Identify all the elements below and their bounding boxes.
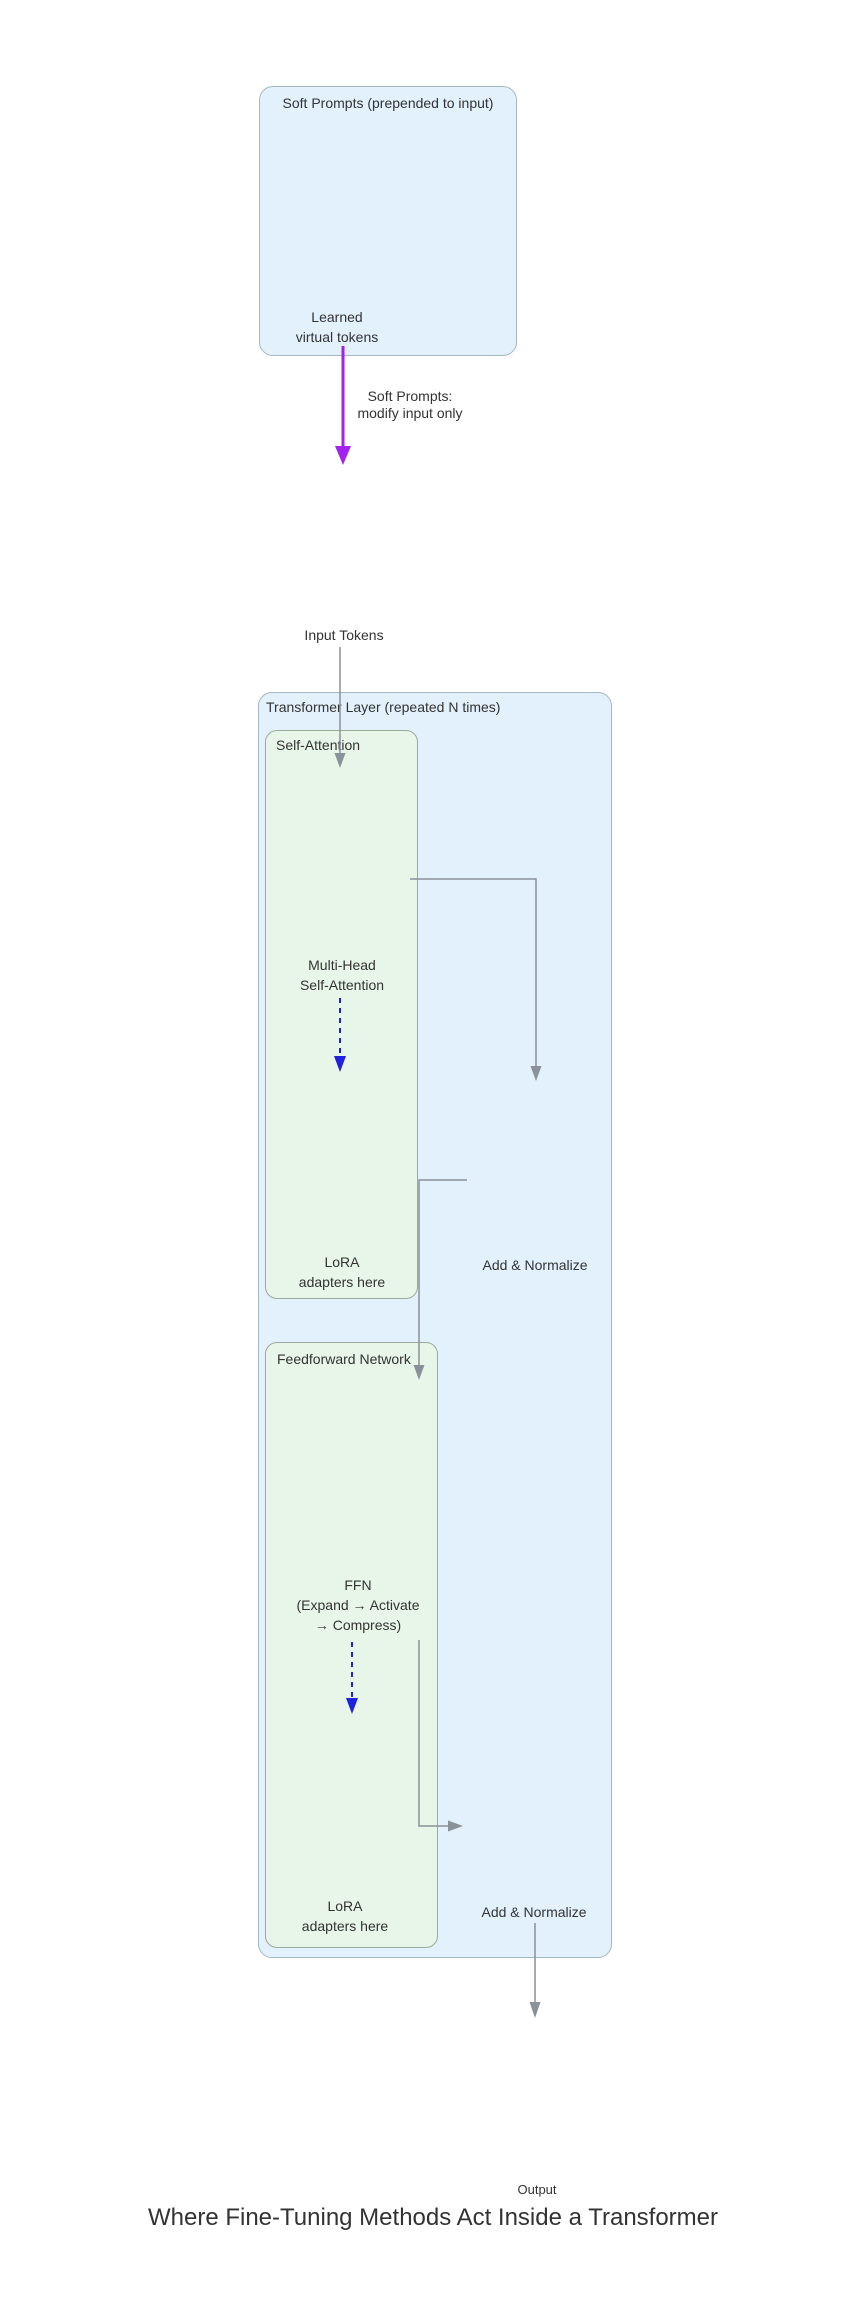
add-normalize-1-node: Add & Normalize [482, 1257, 588, 1273]
transformer-layer-title: Transformer Layer (repeated N times) [266, 699, 501, 715]
diagram-title: Where Fine-Tuning Methods Act Inside a T… [147, 2204, 719, 2231]
multi-head-self-attention-node: Multi-Head Self-Attention [299, 957, 385, 993]
feedforward-title: Feedforward Network [277, 1351, 411, 1367]
feedforward-lora-node: LoRA adapters here [301, 1898, 389, 1934]
ffn-node: FFN (Expand → Activate → Compress) [296, 1577, 420, 1633]
self-attention-box [265, 730, 418, 1299]
self-attention-lora-node: LoRA adapters here [298, 1254, 386, 1290]
soft-prompts-box-title: Soft Prompts (prepended to input) [282, 95, 494, 111]
learned-virtual-tokens-node: Learned virtual tokens [295, 309, 379, 345]
input-tokens-node: Input Tokens [304, 627, 384, 643]
add-normalize-2-node: Add & Normalize [481, 1904, 587, 1920]
soft-prompts-box [259, 86, 517, 356]
soft-prompts-edge-label: Soft Prompts: modify input only [357, 388, 463, 421]
output-node: Output [517, 2182, 557, 2197]
feedforward-box [265, 1342, 438, 1948]
soft-prompts-arrow [335, 346, 351, 465]
self-attention-title: Self-Attention [276, 737, 361, 753]
